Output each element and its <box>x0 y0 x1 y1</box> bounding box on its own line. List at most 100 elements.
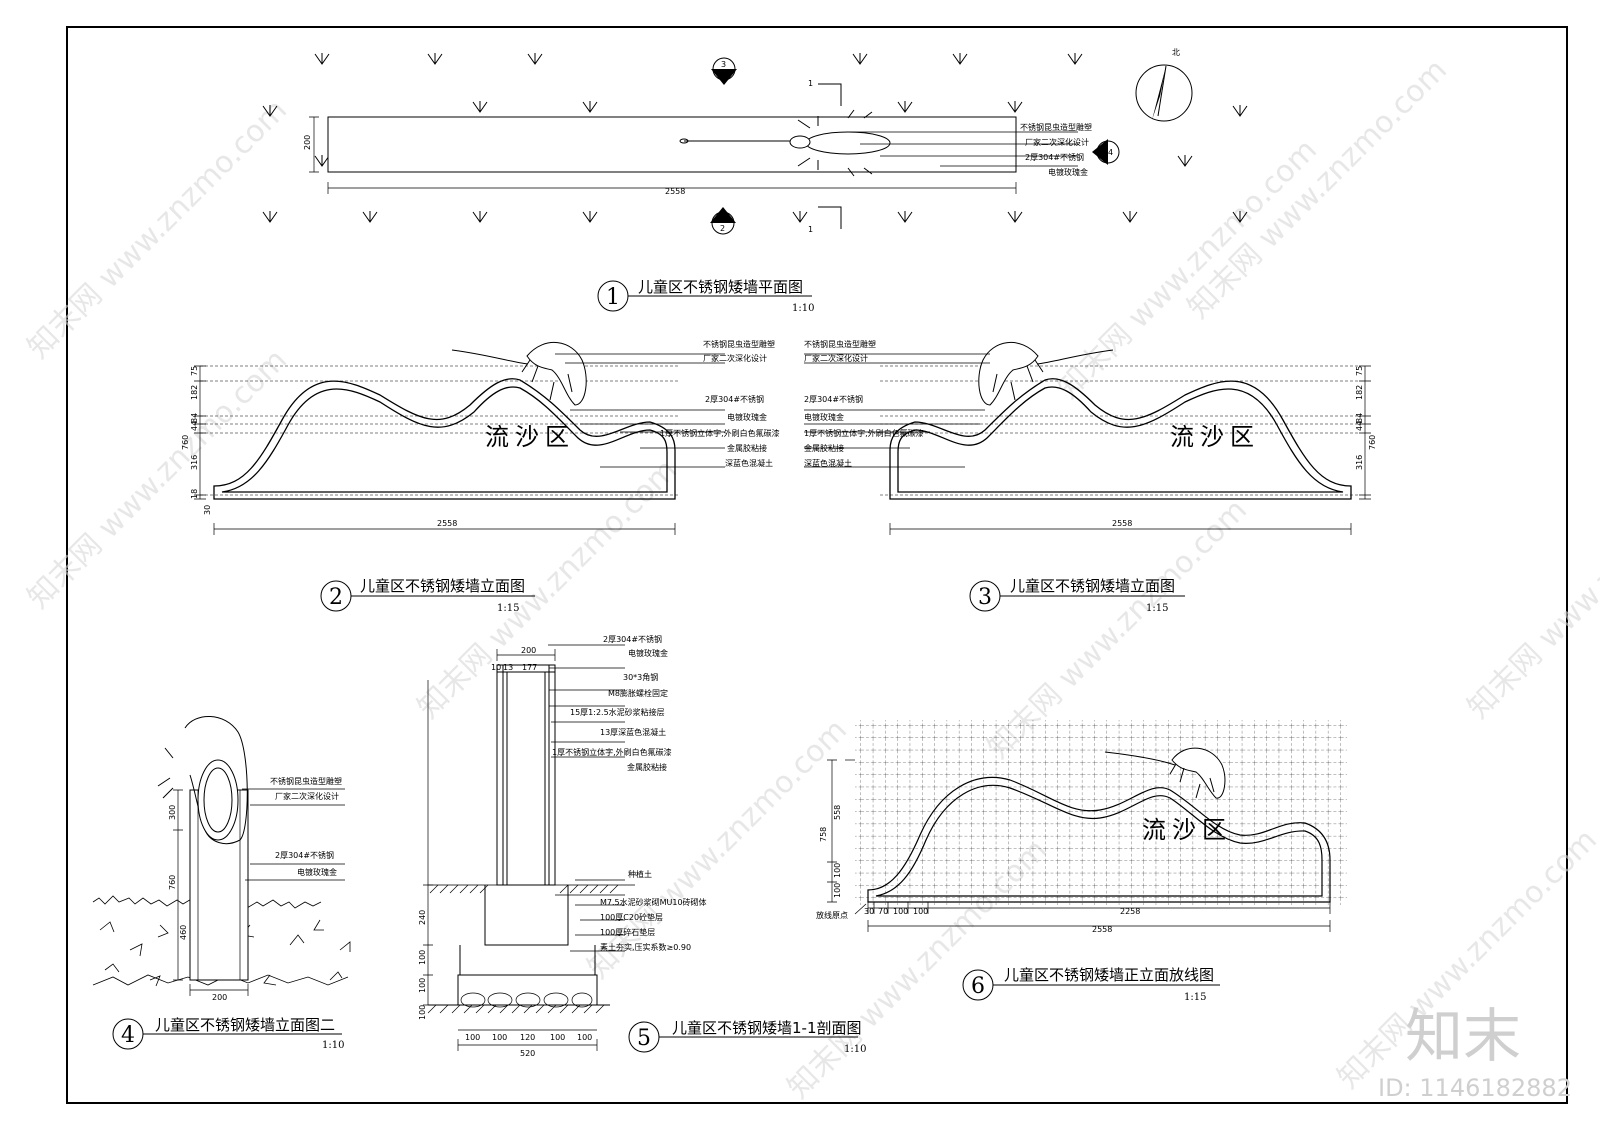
svg-text:44: 44 <box>1355 421 1364 431</box>
plan-scale: 1:10 <box>792 303 814 314</box>
svg-text:100厚C20砼垫层: 100厚C20砼垫层 <box>600 912 663 922</box>
svg-text:不锈钢昆虫造型雕塑: 不锈钢昆虫造型雕塑 <box>703 339 775 349</box>
svg-text:2558: 2558 <box>1112 519 1132 528</box>
plan-length-dim: 2558 <box>665 187 685 196</box>
svg-text:100: 100 <box>913 907 928 916</box>
svg-text:84: 84 <box>1355 413 1364 423</box>
svg-text:电镀玫瑰金: 电镀玫瑰金 <box>628 648 668 658</box>
plan-note-plating: 电镀玫瑰金 <box>1048 167 1088 177</box>
svg-text:30: 30 <box>203 505 212 515</box>
svg-text:深蓝色混凝土: 深蓝色混凝土 <box>725 458 773 468</box>
wall-outline-right <box>889 378 1352 500</box>
svg-text:177: 177 <box>522 663 537 672</box>
svg-text:金属胶粘接: 金属胶粘接 <box>804 443 844 453</box>
svg-text:200: 200 <box>212 993 227 1002</box>
svg-text:知末网 www.znzmo.com: 知末网 www.znzmo.com <box>21 93 294 366</box>
svg-text:不锈钢昆虫造型雕塑: 不锈钢昆虫造型雕塑 <box>270 776 342 786</box>
wall-outline-left <box>213 378 676 500</box>
svg-text:100: 100 <box>550 1033 565 1042</box>
svg-text:75: 75 <box>1355 366 1364 376</box>
svg-text:100: 100 <box>465 1033 480 1042</box>
svg-text:100: 100 <box>418 1005 427 1020</box>
svg-text:1:10: 1:10 <box>844 1044 866 1055</box>
cut-label-top: 1 <box>808 79 813 88</box>
svg-text:1:15: 1:15 <box>1146 603 1168 614</box>
svg-text:金属胶粘接: 金属胶粘接 <box>727 443 767 453</box>
plan-dimensions <box>309 116 1017 194</box>
svg-text:460: 460 <box>179 925 188 940</box>
insect-sculpture-plan <box>679 109 891 177</box>
svg-text:316: 316 <box>190 455 199 470</box>
ground-hatch <box>427 884 635 1014</box>
svg-text:13厚深蓝色混凝土: 13厚深蓝色混凝土 <box>600 727 666 737</box>
plan-note-steel: 2厚304#不锈钢 <box>1025 152 1084 162</box>
svg-text:儿童区不锈钢矮墙立面图: 儿童区不锈钢矮墙立面图 <box>1010 577 1175 595</box>
svg-text:182: 182 <box>190 385 199 400</box>
svg-text:5: 5 <box>637 1026 651 1051</box>
svg-text:13: 13 <box>503 663 513 672</box>
svg-text:760: 760 <box>168 875 177 890</box>
svg-text:M8膨胀螺栓固定: M8膨胀螺栓固定 <box>608 688 668 698</box>
svg-text:知末网 www.znzmo.com: 知末网 www.znzmo.com <box>1461 453 1600 726</box>
sheet-border <box>66 26 1568 1104</box>
svg-text:2258: 2258 <box>1120 907 1140 916</box>
svg-text:儿童区不锈钢矮墙正立面放线图: 儿童区不锈钢矮墙正立面放线图 <box>1004 966 1214 984</box>
plan-title: 儿童区不锈钢矮墙平面图 <box>638 278 803 296</box>
svg-text:1:15: 1:15 <box>497 603 519 614</box>
insect-sculpture-right <box>978 341 1114 406</box>
svg-text:3: 3 <box>978 585 992 610</box>
svg-text:种植土: 种植土 <box>628 869 652 879</box>
elevation-marker-4: 4 <box>1092 139 1120 165</box>
insect-sculpture-setout <box>1104 747 1226 799</box>
svg-text:44: 44 <box>190 421 199 431</box>
svg-text:2: 2 <box>329 585 343 610</box>
svg-text:2558: 2558 <box>1092 925 1112 934</box>
plan-view: 2558 200 1 1 2 3 4 <box>262 48 1248 314</box>
svg-text:75: 75 <box>190 366 199 376</box>
svg-text:1:10: 1:10 <box>322 1040 344 1051</box>
svg-text:儿童区不锈钢矮墙立面图二: 儿童区不锈钢矮墙立面图二 <box>155 1016 335 1034</box>
svg-text:深蓝色混凝土: 深蓝色混凝土 <box>804 458 852 468</box>
svg-text:100: 100 <box>577 1033 592 1042</box>
svg-text:1厚不锈钢立体字,外刷白色氟碳漆: 1厚不锈钢立体字,外刷白色氟碳漆 <box>660 428 780 438</box>
svg-text:70: 70 <box>878 907 888 916</box>
svg-text:M7.5水泥砂浆砌MU10砖砌体: M7.5水泥砂浆砌MU10砖砌体 <box>600 897 707 907</box>
svg-text:知末网 www.znzmo.com: 知末网 www.znzmo.com <box>1181 53 1454 326</box>
svg-text:不锈钢昆虫造型雕塑: 不锈钢昆虫造型雕塑 <box>804 339 876 349</box>
elevation-view-4: 300 760 460 200 不锈钢昆虫造型雕塑 厂家二次深化设计 2厚304… <box>92 715 351 1051</box>
svg-text:100: 100 <box>418 978 427 993</box>
id-text: ID: 1146182882 <box>1378 1074 1572 1102</box>
svg-text:素土夯实,压实系数≥0.90: 素土夯实,压实系数≥0.90 <box>600 942 691 952</box>
svg-text:84: 84 <box>190 413 199 423</box>
svg-text:4: 4 <box>121 1023 135 1048</box>
svg-text:100: 100 <box>833 883 842 898</box>
svg-text:200: 200 <box>521 646 536 655</box>
plan-leaders <box>850 131 1078 167</box>
svg-text:1:15: 1:15 <box>1184 992 1206 1003</box>
svg-text:1厚不锈钢立体字,外刷白色氟碳漆: 1厚不锈钢立体字,外刷白色氟碳漆 <box>552 747 672 757</box>
svg-text:520: 520 <box>520 1049 535 1058</box>
plan-note-sculpture: 不锈钢昆虫造型雕塑 <box>1020 122 1092 132</box>
svg-text:儿童区不锈钢矮墙1-1剖面图: 儿童区不锈钢矮墙1-1剖面图 <box>672 1019 862 1037</box>
sign-text-left: 流沙区 <box>485 423 575 451</box>
svg-text:放线原点: 放线原点 <box>816 910 848 920</box>
svg-text:240: 240 <box>418 910 427 925</box>
elevation-marker-2: 2 <box>710 207 736 235</box>
svg-text:10: 10 <box>491 663 501 672</box>
svg-text:760: 760 <box>1368 435 1377 450</box>
svg-text:厂家二次深化设计: 厂家二次深化设计 <box>275 791 339 801</box>
svg-text:电镀玫瑰金: 电镀玫瑰金 <box>727 412 767 422</box>
insect-sculpture-left <box>451 341 587 406</box>
elevation-view-3: 流沙区 75 182 84 44 316 760 2558 不锈钢昆虫造型雕塑 … <box>804 339 1377 614</box>
svg-text:100: 100 <box>893 907 908 916</box>
setout-view: 流沙区 758 558 100 100 30 70 100 100 2258 2… <box>816 720 1347 1003</box>
svg-text:30: 30 <box>864 907 874 916</box>
section-view: 200 10 13 177 240 100 100 100 100 100 12… <box>418 634 866 1058</box>
elevation-view-2: 流沙区 75 182 84 44 316 18 760 30 2558 不锈钢昆… <box>181 339 780 614</box>
svg-text:316: 316 <box>1355 455 1364 470</box>
svg-text:2厚304#不锈钢: 2厚304#不锈钢 <box>705 394 764 404</box>
svg-text:3: 3 <box>721 60 726 69</box>
svg-text:知末网 www.znzmo.com: 知末网 www.znzmo.com <box>21 343 294 616</box>
insect-sculpture-side <box>157 715 248 845</box>
svg-text:4: 4 <box>1108 148 1113 157</box>
